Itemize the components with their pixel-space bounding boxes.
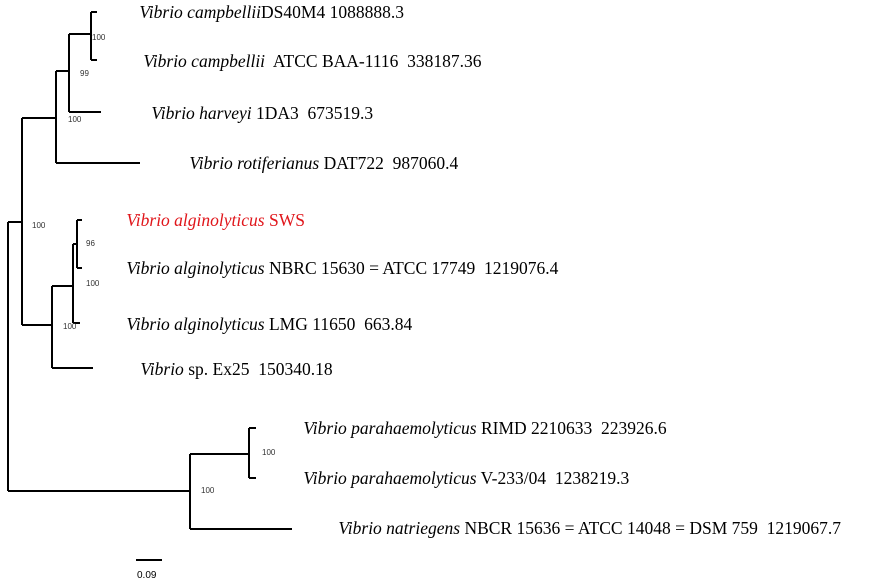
strain-label: DS40M4 1088888.3	[261, 2, 404, 22]
bootstrap-value: 100	[92, 33, 106, 42]
leaf-label: Vibrio parahaemolyticus V-233/04 1238219…	[264, 468, 660, 488]
leaf-labels: Vibrio campbelliiDS40M4 1088888.3 Vibrio…	[87, 2, 872, 538]
tree-branches	[7, 11, 292, 561]
leaf-label: Vibrio campbelliiDS40M4 1088888.3	[100, 2, 435, 22]
leaf-label: Vibrio parahaemolyticus RIMD 2210633 223…	[264, 418, 697, 438]
bootstrap-value: 100	[262, 448, 276, 457]
bootstrap-value: 100	[68, 115, 82, 124]
leaf-label-highlighted: Vibrio alginolyticus SWS	[87, 210, 336, 230]
bootstrap-value: 100	[32, 221, 46, 230]
leaf-label: Vibrio rotiferianus DAT722 987060.4	[150, 153, 489, 173]
leaf-label: Vibrio alginolyticus NBRC 15630 = ATCC 1…	[87, 258, 589, 278]
support-values: 100 99 100 100 96 100 100 100 100	[32, 33, 276, 495]
scale-bar-label: 0.09	[137, 570, 157, 581]
leaf-label: Vibrio sp. Ex25 150340.18	[101, 359, 363, 379]
bootstrap-value: 100	[201, 486, 215, 495]
bootstrap-value: 96	[86, 239, 95, 248]
leaf-label: Vibrio natriegens NBCR 15636 = ATCC 1404…	[299, 518, 872, 538]
leaf-label: Vibrio harveyi 1DA3 673519.3	[112, 103, 404, 123]
bootstrap-value: 100	[86, 279, 100, 288]
leaf-label: Vibrio campbellii ATCC BAA-1116 338187.3…	[104, 51, 512, 71]
bootstrap-value: 100	[63, 322, 77, 331]
leaf-label: Vibrio alginolyticus LMG 11650 663.84	[87, 314, 443, 334]
bootstrap-value: 99	[80, 69, 89, 78]
